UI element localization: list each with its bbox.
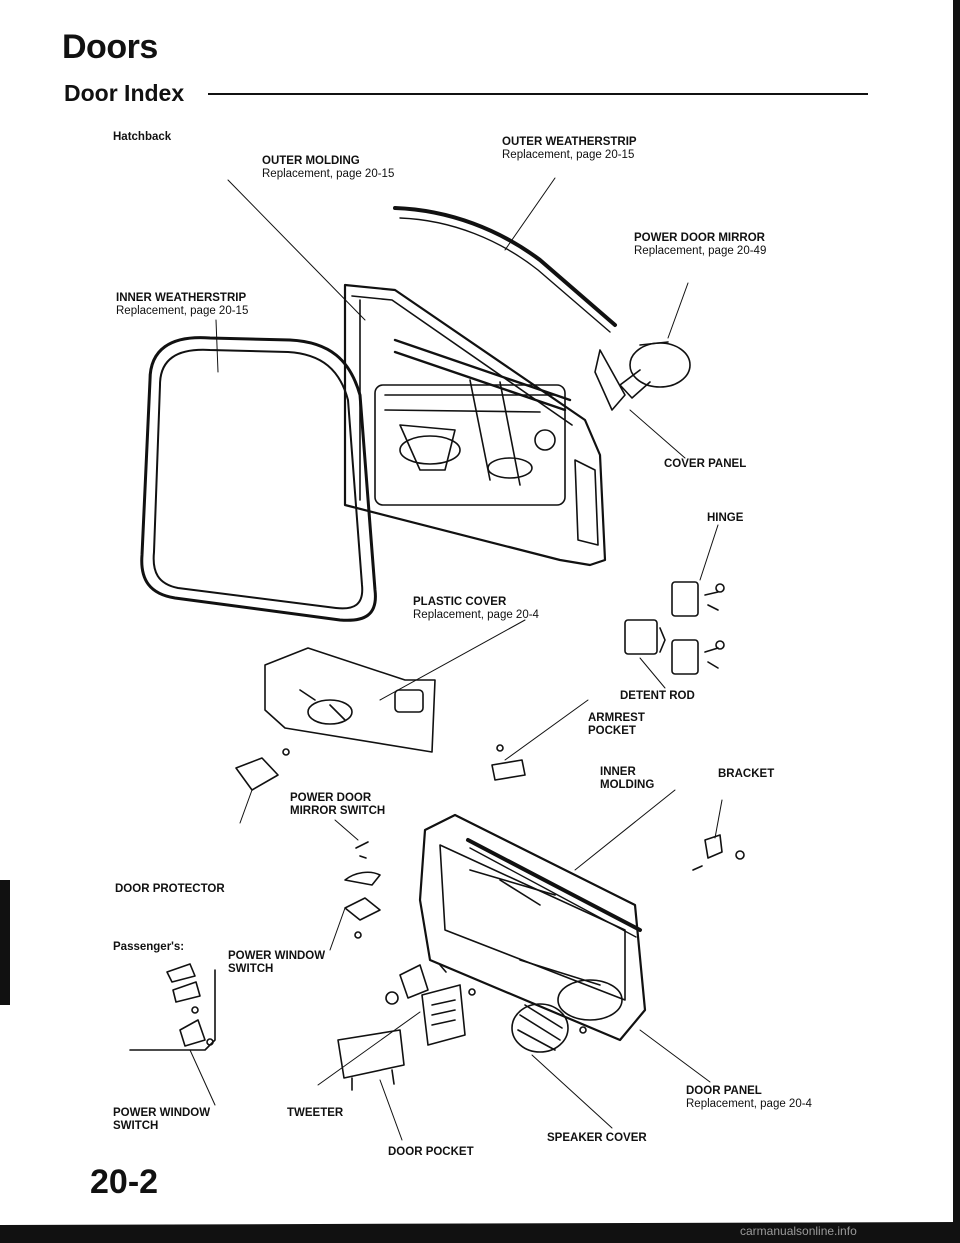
power-window-switch-center-label-2: SWITCH bbox=[228, 963, 274, 975]
inner-weatherstrip-illustration bbox=[140, 336, 377, 622]
tweeter-illustration bbox=[421, 984, 476, 1046]
power-door-mirror-switch-label-1: POWER DOOR bbox=[290, 792, 372, 804]
power-door-mirror-label: POWER DOOR MIRROR bbox=[634, 232, 765, 244]
detent-rod-label: DETENT ROD bbox=[620, 690, 695, 702]
inner-molding-callout: INNER MOLDING bbox=[600, 766, 654, 792]
hinge-label: HINGE bbox=[707, 512, 744, 524]
inner-weatherstrip-label: INNER WEATHERSTRIP bbox=[116, 292, 247, 304]
hinge-illustration bbox=[624, 581, 725, 675]
door-pocket-illustration bbox=[337, 1029, 405, 1091]
door-panel-illustration bbox=[418, 813, 647, 1042]
power-door-mirror-callout: POWER DOOR MIRROR Replacement, page 20-4… bbox=[634, 232, 766, 258]
outer-weatherstrip-callout: OUTER WEATHERSTRIP Replacement, page 20-… bbox=[502, 136, 637, 162]
bracket-illustration bbox=[692, 834, 745, 871]
speaker-cover-illustration bbox=[511, 1003, 587, 1053]
power-window-switch-left-label-1: POWER WINDOW bbox=[113, 1107, 211, 1119]
page-number: 20-2 bbox=[90, 1163, 159, 1201]
edge-bar bbox=[953, 0, 960, 1243]
door-protector-illustration bbox=[235, 748, 290, 791]
outer-molding-illustration bbox=[393, 206, 617, 333]
armrest-pocket-label-1: ARMREST bbox=[588, 712, 645, 724]
power-window-switch-center-callout: POWER WINDOW SWITCH bbox=[228, 950, 325, 976]
power-window-switch-illustration bbox=[385, 964, 447, 1005]
door-protector-label: DOOR PROTECTOR bbox=[115, 883, 225, 895]
plastic-cover-ref: Replacement, page 20-4 bbox=[413, 609, 539, 621]
footer-rule bbox=[0, 1222, 960, 1243]
passengers-label: Passenger's: bbox=[113, 941, 185, 953]
power-door-mirror-ref: Replacement, page 20-49 bbox=[634, 245, 767, 257]
inner-molding-label-2: MOLDING bbox=[600, 779, 655, 791]
door-panel-ref: Replacement, page 20-4 bbox=[686, 1098, 812, 1110]
door-panel-label: DOOR PANEL bbox=[686, 1085, 762, 1097]
leader-lines bbox=[189, 177, 723, 1141]
bracket-label: BRACKET bbox=[718, 768, 775, 780]
plastic-cover-illustration bbox=[264, 647, 436, 753]
inner-molding-label-1: INNER bbox=[600, 766, 636, 778]
outer-molding-label: OUTER MOLDING bbox=[262, 155, 360, 167]
door-pocket-label: DOOR POCKET bbox=[388, 1146, 474, 1158]
inner-molding-illustration bbox=[466, 838, 642, 938]
outer-molding-ref: Replacement, page 20-15 bbox=[262, 168, 395, 180]
cover-panel-label: COVER PANEL bbox=[664, 458, 747, 470]
inner-weatherstrip-callout: INNER WEATHERSTRIP Replacement, page 20-… bbox=[116, 292, 248, 318]
header-rule bbox=[208, 93, 868, 95]
power-door-mirror-switch-label-2: MIRROR SWITCH bbox=[290, 805, 386, 817]
tweeter-label: TWEETER bbox=[287, 1107, 344, 1119]
armrest-pocket-illustration bbox=[491, 744, 526, 781]
section-title: Doors bbox=[62, 28, 158, 66]
power-door-mirror-switch-illustration bbox=[344, 841, 381, 939]
armrest-pocket-label-2: POCKET bbox=[588, 725, 636, 737]
armrest-pocket-callout: ARMREST POCKET bbox=[588, 712, 645, 738]
power-door-mirror-illustration bbox=[594, 341, 691, 411]
outer-molding-callout: OUTER MOLDING Replacement, page 20-15 bbox=[262, 155, 394, 181]
power-window-switch-left-label-2: SWITCH bbox=[113, 1120, 159, 1132]
plastic-cover-callout: PLASTIC COVER Replacement, page 20-4 bbox=[413, 596, 539, 622]
plastic-cover-label: PLASTIC COVER bbox=[413, 596, 507, 608]
watermark: carmanualsonline.info bbox=[740, 1224, 857, 1238]
door-panel-callout: DOOR PANEL Replacement, page 20-4 bbox=[686, 1085, 812, 1111]
power-window-switch-left-callout: POWER WINDOW SWITCH bbox=[113, 1107, 210, 1133]
variant-label: Hatchback bbox=[113, 131, 172, 143]
speaker-cover-label: SPEAKER COVER bbox=[547, 1132, 647, 1144]
subsection-title: Door Index bbox=[64, 80, 185, 106]
outer-weatherstrip-ref: Replacement, page 20-15 bbox=[502, 149, 635, 161]
passenger-window-switch-illustration bbox=[129, 963, 216, 1051]
door-shell-illustration bbox=[343, 283, 607, 567]
power-window-switch-center-label-1: POWER WINDOW bbox=[228, 950, 326, 962]
left-tab-bar bbox=[0, 880, 10, 1005]
inner-weatherstrip-ref: Replacement, page 20-15 bbox=[116, 305, 249, 317]
power-door-mirror-switch-callout: POWER DOOR MIRROR SWITCH bbox=[290, 792, 385, 818]
outer-weatherstrip-label: OUTER WEATHERSTRIP bbox=[502, 136, 637, 148]
